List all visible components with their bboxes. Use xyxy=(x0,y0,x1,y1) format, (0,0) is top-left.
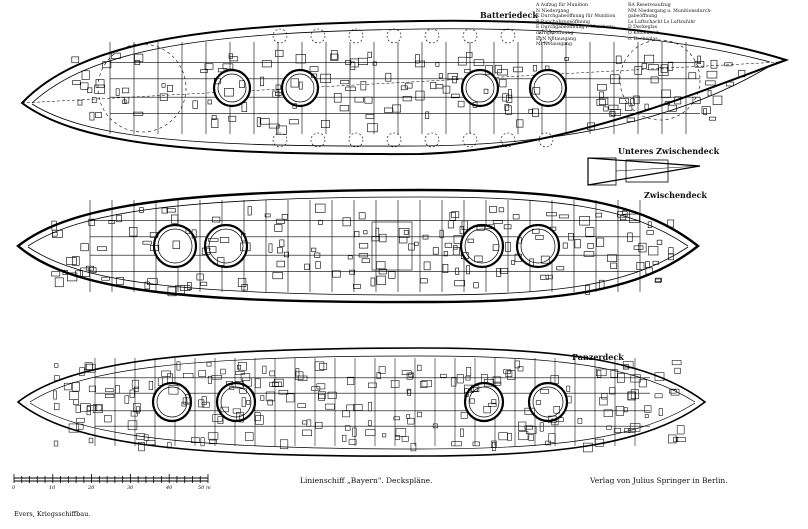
scale-tick-label: 30 xyxy=(127,485,133,491)
footer-publisher: Verlag von Julius Springer in Berlin. xyxy=(590,476,728,485)
footer-source: Evers, Kriegsschiffbau. xyxy=(14,510,90,518)
between-deck-title: Zwischendeck xyxy=(644,190,707,200)
scale-tick-label: 20 xyxy=(88,485,94,491)
legend-left: A Aufzug für Munition N Niedergang K Dur… xyxy=(536,3,615,48)
legend-item: Ml Notausgang xyxy=(536,42,615,48)
armour-deck-title: Panzerdeck xyxy=(572,352,624,362)
scale-tick-label: 50 m xyxy=(198,485,211,491)
scale-bar xyxy=(14,474,208,483)
legend-item: o. Deckeglas xyxy=(628,37,712,43)
scale-tick-label: 10 xyxy=(49,485,55,491)
lower-between-deck-inset xyxy=(588,158,700,185)
scale-tick-label: 40 xyxy=(166,485,172,491)
legend-item: K Durchgabeöffnung für Munition xyxy=(536,14,615,20)
legend-right: RA Reserveaufzug NM Niedergang u. Muniti… xyxy=(628,3,712,42)
scale-tick-label: 0 xyxy=(12,485,15,491)
armour-deck-plan xyxy=(18,348,705,456)
lower-between-deck-title: Unteres Zwischendeck xyxy=(618,146,719,156)
battery-deck-title: Batteriedeck xyxy=(480,10,538,20)
footer-caption: Linienschiff „Bayern". Deckspläne. xyxy=(300,476,432,485)
